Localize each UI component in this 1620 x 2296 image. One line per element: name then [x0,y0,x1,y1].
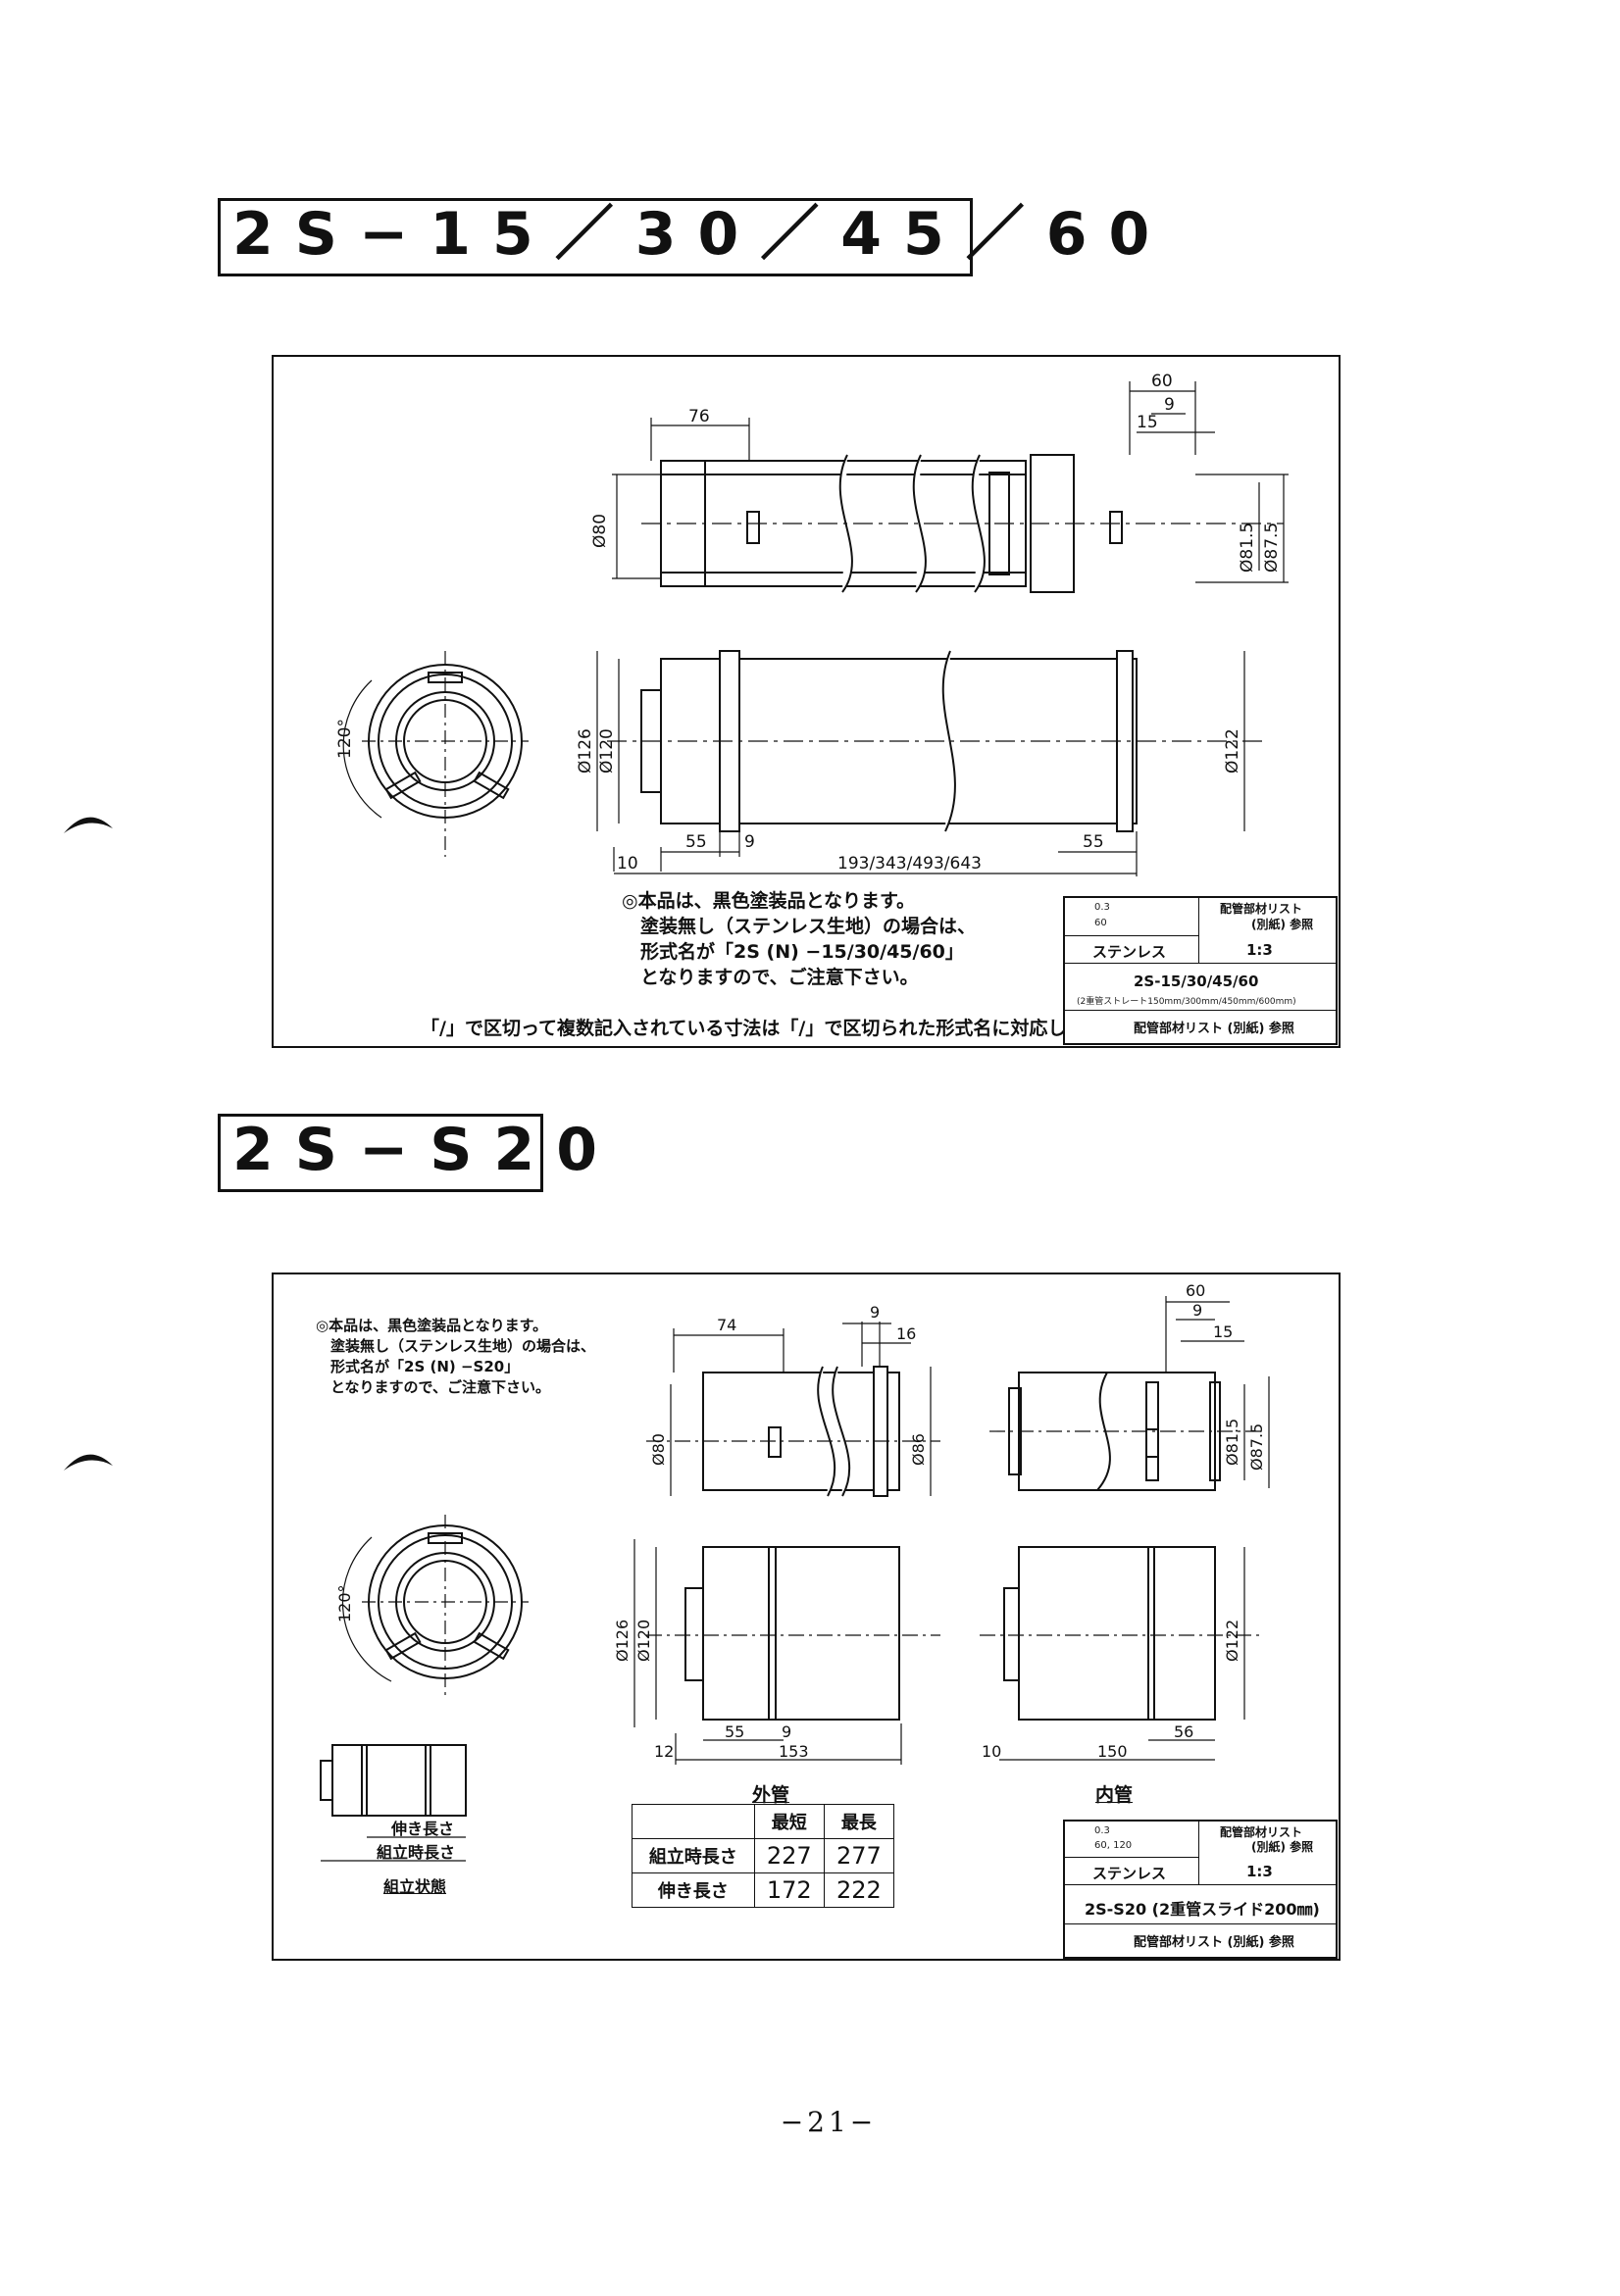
dim-dia80: Ø80 [649,1433,668,1466]
dim-r15: 15 [1213,1323,1233,1341]
section1-title: 2S−15／30／45／60 [218,198,1149,276]
table-cell: 277 [823,1838,895,1873]
dim-dia120: Ø120 [597,728,617,774]
dim-angle: 120° [335,1584,354,1622]
dim-angle: 120° [335,719,355,759]
dim-dia875: Ø87.5 [1247,1423,1266,1471]
dim-b10: 10 [982,1742,1001,1761]
section2-note: ◎本品は、黒色塗装品となります。 塗装無し（ステンレス生地）の場合は、 形式名が… [316,1316,595,1398]
dim-dia815: Ø81.5 [1238,523,1257,573]
drawing-2-svg: 74 9 16 Ø80 Ø86 60 9 15 Ø81.5 Ø87.5 Ø126… [320,1281,1270,1862]
label-outer: 外管 [752,1784,790,1806]
dim-dia126: Ø126 [613,1620,632,1662]
length-table: 最短 最長 組立時長さ 227 277 伸き長さ 172 222 [632,1804,895,1908]
dim-15: 15 [1137,413,1158,432]
dim-76: 76 [688,407,710,426]
title-block-1: 0.3 60 配管部材リスト (別紙) 参照 ステンレス 1:3 2S-15/3… [1063,896,1338,1045]
note-line: 形式名が「2S (N) −S20」 [316,1358,520,1375]
note-line: ◎本品は、黒色塗装品となります。 [622,890,916,912]
table-cell: 組立時長さ [632,1838,755,1873]
dim-dia126: Ø126 [576,728,595,774]
label-assembled-state: 組立状態 [383,1877,447,1896]
dim-60: 60 [1151,372,1173,391]
dim-b150: 150 [1097,1742,1128,1761]
drawing-frame-1: 76 60 9 15 Ø80 Ø81.5 Ø87.5 Ø126 Ø120 Ø12… [272,355,1341,1048]
table-row: 伸き長さ 172 222 [632,1872,895,1908]
table-row: 最短 最長 [632,1804,895,1839]
dim-dia80: Ø80 [590,514,610,548]
dim-b12: 12 [654,1742,674,1761]
dim-blen: 193/343/493/643 [837,854,982,873]
drawing-frame-2: 74 9 16 Ø80 Ø86 60 9 15 Ø81.5 Ø87.5 Ø126… [272,1273,1341,1961]
dim-9: 9 [1164,395,1175,415]
note-line: 塗装無し（ステンレス生地）の場合は、 [316,1337,596,1355]
dim-b55: 55 [725,1722,744,1741]
note-line: 塗装無し（ステンレス生地）の場合は、 [622,916,977,937]
dim-dia875: Ø87.5 [1262,523,1282,573]
table-row: 組立時長さ 227 277 [632,1838,895,1873]
dim-b153: 153 [779,1742,809,1761]
table-cell: 172 [753,1872,825,1908]
label-inner: 内管 [1095,1784,1134,1806]
label-assembled-len: 組立時長さ [377,1843,456,1862]
dim-r60: 60 [1186,1281,1205,1300]
note-line: ◎本品は、黒色塗装品となります。 [316,1317,548,1334]
dim-74: 74 [717,1316,736,1334]
section2-title: 2S−S20 [218,1114,597,1192]
scan-mark-1 [64,817,113,833]
page-number: −21− [780,2106,878,2138]
dim-b56: 56 [1174,1722,1193,1741]
section1-note: ◎本品は、黒色塗装品となります。 塗装無し（ステンレス生地）の場合は、 形式名が… [622,888,976,990]
dim-9: 9 [870,1303,880,1322]
dim-16: 16 [896,1324,916,1343]
note-line: 形式名が「2S (N) −15/30/45/60」 [622,941,964,963]
dim-b10: 10 [617,854,638,873]
dim-b9: 9 [782,1722,791,1741]
note-line: となりますので、ご注意下さい。 [622,967,919,988]
table-cell: 222 [823,1872,895,1908]
table-cell: 227 [753,1838,825,1873]
scan-mark-2 [64,1454,113,1471]
table-cell: 伸き長さ [632,1872,755,1908]
table-head [632,1804,755,1839]
table-head: 最長 [823,1804,895,1839]
drawing-1-svg: 76 60 9 15 Ø80 Ø81.5 Ø87.5 Ø126 Ø120 Ø12… [335,372,1289,876]
dim-dia86: Ø86 [909,1433,928,1466]
label-slide: 伸き長さ [391,1820,455,1838]
title-block-2: 0.3 60, 120 配管部材リスト (別紙) 参照 ステンレス 1:3 2S… [1063,1820,1338,1959]
section1-footnote: 「/」で区切って複数記入されている寸法は「/」で区切られた形式名に対応します。 [421,1018,1121,1039]
note-line: となりますので、ご注意下さい。 [316,1378,550,1396]
dim-b55: 55 [685,832,707,852]
dim-r9: 9 [1192,1301,1202,1320]
dim-dia120: Ø120 [634,1620,653,1662]
dim-b9: 9 [744,832,755,852]
table-head: 最短 [753,1804,825,1839]
dim-dia122: Ø122 [1223,1620,1241,1662]
dim-b55r: 55 [1083,832,1104,852]
dim-dia815: Ø81.5 [1223,1419,1241,1466]
dim-dia122: Ø122 [1223,728,1242,774]
